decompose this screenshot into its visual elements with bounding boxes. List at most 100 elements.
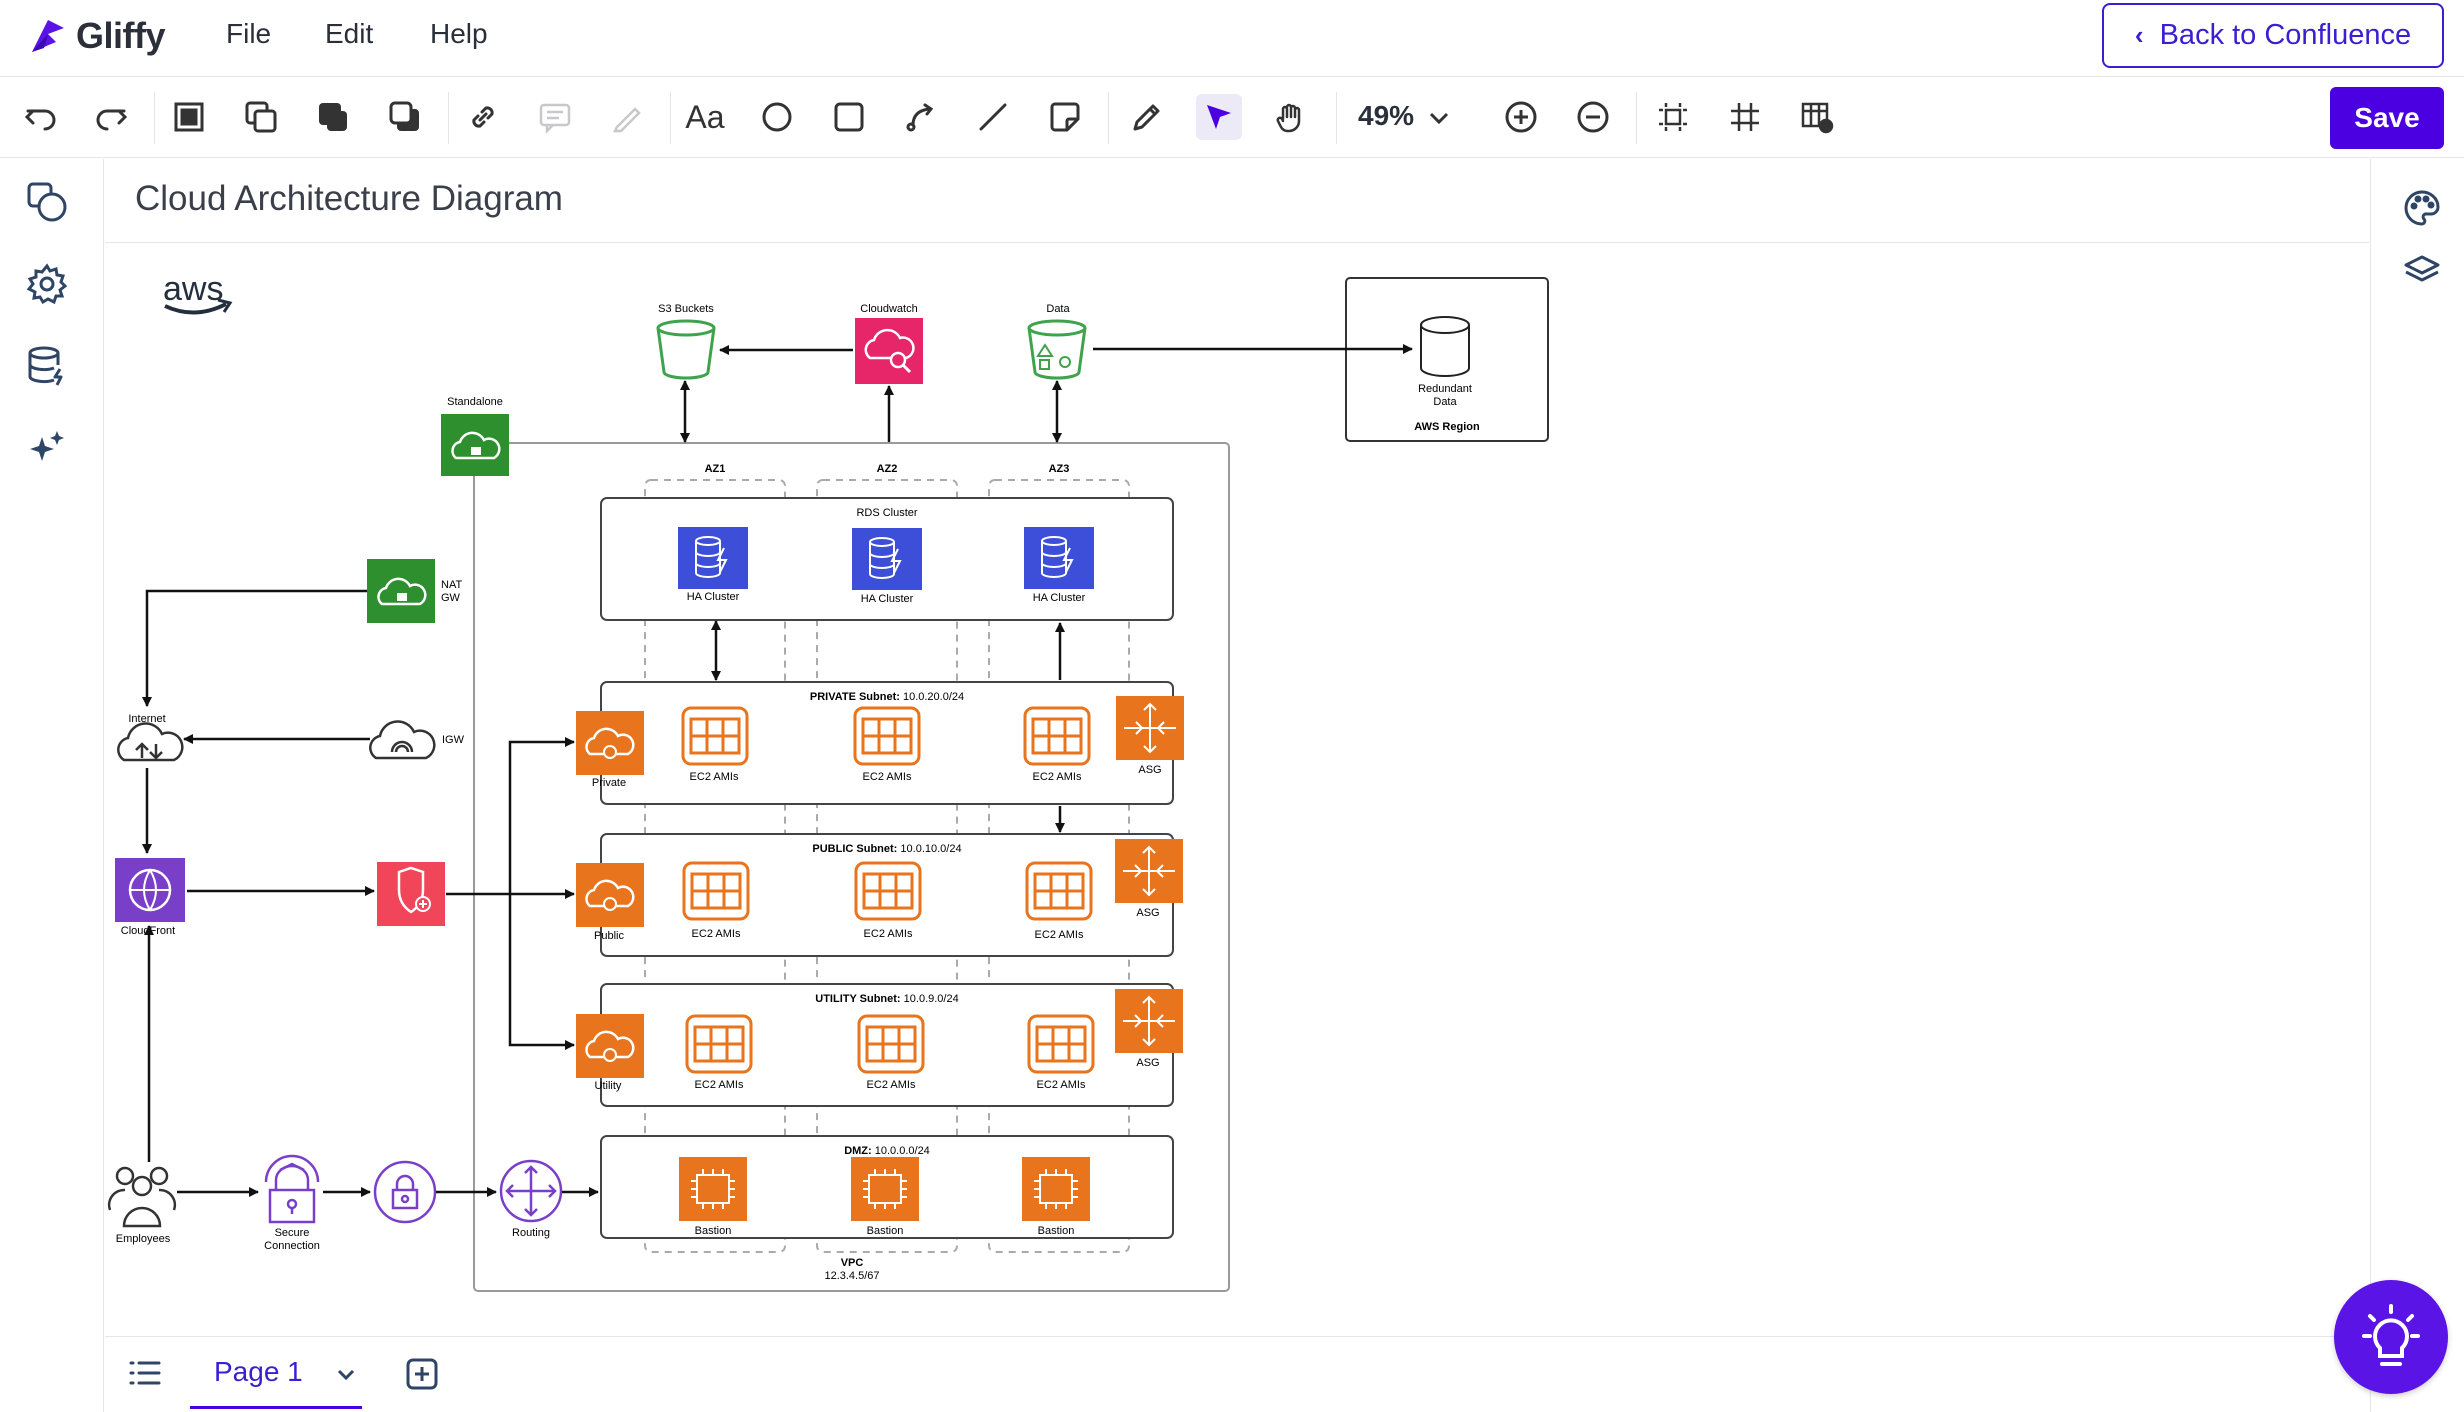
ec2-label: EC2 AMIs	[867, 1079, 916, 1091]
link-icon[interactable]	[460, 94, 506, 140]
menu-file[interactable]: File	[226, 18, 272, 49]
document-title[interactable]: Cloud Architecture Diagram	[135, 179, 563, 218]
s3-bucket-icon[interactable]	[656, 319, 716, 380]
aws-logo: aws	[163, 270, 233, 315]
shapes-icon[interactable]	[26, 181, 68, 223]
select-tool-icon[interactable]	[1196, 94, 1242, 140]
toolbar-divider	[448, 92, 449, 144]
rectangle-tool-icon[interactable]	[826, 94, 872, 140]
add-page-icon[interactable]	[405, 1357, 439, 1396]
asg-label: ASG	[1138, 764, 1161, 776]
dmz-cidr: 10.0.0.0/24	[875, 1145, 930, 1157]
menu-help[interactable]: Help	[430, 18, 488, 49]
secure-connection-icon[interactable]	[264, 1154, 320, 1224]
waf-shield-icon[interactable]	[377, 862, 445, 926]
vpc-cidr: 12.3.4.5/67	[824, 1270, 879, 1282]
architecture-diagram[interactable]: aws Redundant Data AWS Region VPC 12.3.4…	[105, 244, 2369, 1336]
connector-tool-icon[interactable]	[898, 94, 944, 140]
ec2-label: EC2 AMIs	[1035, 929, 1084, 941]
settings-gear-icon[interactable]	[26, 263, 68, 305]
menu-edit[interactable]: Edit	[325, 18, 374, 49]
save-button[interactable]: Save	[2330, 87, 2444, 149]
undo-icon[interactable]	[18, 94, 64, 140]
internet-cloud-icon[interactable]	[117, 722, 184, 762]
text-tool-icon[interactable]: Aa	[685, 98, 725, 135]
redundant-data-label-2: Data	[1433, 396, 1457, 408]
zoom-out-icon[interactable]	[1570, 94, 1616, 140]
back-to-confluence-button[interactable]: ‹ Back to Confluence	[2102, 3, 2444, 68]
zoom-level: 49%	[1358, 100, 1415, 131]
chevron-left-icon: ‹	[2134, 20, 2144, 50]
ha-cluster-label-3: HA Cluster	[1033, 592, 1086, 604]
app-name: Gliffy	[76, 15, 166, 56]
asg-icons[interactable]	[1115, 696, 1184, 1053]
fit-to-screen-icon[interactable]	[1650, 94, 1696, 140]
cloudfront-icon[interactable]	[115, 858, 185, 922]
ec2-label: EC2 AMIs	[863, 771, 912, 783]
standalone-gateway-icon[interactable]	[441, 414, 509, 476]
utility-subnet-title: UTILITY Subnet:	[815, 993, 900, 1005]
bring-forward-icon[interactable]	[238, 94, 284, 140]
diagram-canvas[interactable]: aws Redundant Data AWS Region VPC 12.3.4…	[105, 244, 2369, 1336]
redundant-data-label: Redundant	[1418, 383, 1472, 395]
public-subnet-title: PUBLIC Subnet:	[812, 843, 897, 855]
ha-cluster-icons[interactable]	[678, 527, 1094, 590]
nat-label-2: GW	[441, 592, 461, 604]
palette-icon[interactable]	[2403, 189, 2441, 227]
lightbulb-icon	[2362, 1304, 2420, 1366]
vpn-lock-icon[interactable]	[373, 1160, 437, 1224]
private-subnet-title: PRIVATE Subnet:	[810, 691, 900, 703]
data-bucket-label: Data	[1046, 303, 1070, 315]
ai-sparkle-icon[interactable]	[26, 427, 68, 469]
bastion-icons[interactable]	[679, 1157, 1090, 1221]
cloudwatch-icon[interactable]	[855, 318, 923, 384]
zoom-in-icon[interactable]	[1498, 94, 1544, 140]
nat-gateway-icon[interactable]	[367, 559, 435, 623]
sticky-note-icon[interactable]	[1042, 94, 1088, 140]
back-to-confluence-label: Back to Confluence	[2159, 19, 2412, 51]
document-title-bar: Cloud Architecture Diagram	[105, 159, 2369, 243]
ha-cluster-label-1: HA Cluster	[687, 591, 740, 603]
page-list-icon[interactable]	[127, 1357, 163, 1394]
vpc-label: VPC	[841, 1257, 864, 1269]
ec2-ami-icons[interactable]	[681, 706, 1095, 1074]
gliffy-logo[interactable]: Gliffy	[26, 14, 166, 58]
send-to-back-icon[interactable]	[382, 94, 428, 140]
line-tool-icon[interactable]	[970, 94, 1016, 140]
private-subnet-cidr: 10.0.20.0/24	[903, 691, 964, 703]
svg-text:PUBLIC Subnet: 10.0.10.0/24: PUBLIC Subnet: 10.0.10.0/24	[812, 843, 961, 855]
grid-icon[interactable]	[1722, 94, 1768, 140]
routing-icon[interactable]	[499, 1159, 563, 1223]
toolbar-divider	[670, 92, 671, 144]
bring-to-front-icon[interactable]	[310, 94, 356, 140]
toolbar-divider	[154, 92, 155, 144]
layers-icon[interactable]	[2403, 253, 2441, 291]
utility-label: Utility	[595, 1080, 622, 1092]
ellipse-tool-icon[interactable]	[754, 94, 800, 140]
igw-cloud-icon[interactable]	[369, 720, 436, 760]
subnet-entry-icons[interactable]	[576, 711, 644, 1078]
pan-tool-icon[interactable]	[1268, 94, 1314, 140]
utility-subnet-cidr: 10.0.9.0/24	[904, 993, 959, 1005]
tips-lightbulb-button[interactable]	[2334, 1280, 2448, 1394]
redo-icon[interactable]	[88, 94, 134, 140]
asg-label: ASG	[1136, 1057, 1159, 1069]
cloudwatch-label: Cloudwatch	[860, 303, 917, 315]
public-subnet-cidr: 10.0.10.0/24	[900, 843, 961, 855]
toolbar-divider	[1108, 92, 1109, 144]
table-settings-icon[interactable]	[1794, 94, 1840, 140]
employees-icon[interactable]	[107, 1166, 177, 1228]
ec2-label: EC2 AMIs	[864, 928, 913, 940]
group-icon[interactable]	[166, 94, 212, 140]
az3-label: AZ3	[1049, 463, 1070, 475]
bastion-label: Bastion	[867, 1225, 904, 1237]
aws-logo-text: aws	[163, 270, 223, 308]
page-tab[interactable]: Page 1	[190, 1337, 362, 1409]
chevron-down-icon[interactable]	[337, 1356, 355, 1388]
data-bucket-icon[interactable]	[1027, 319, 1087, 380]
igw-label: IGW	[442, 734, 465, 746]
zoom-dropdown[interactable]: 49%	[1358, 100, 1450, 132]
aws-region-box[interactable]: Redundant Data AWS Region	[1345, 277, 1549, 442]
pencil-tool-icon[interactable]	[1124, 94, 1170, 140]
data-sources-icon[interactable]	[26, 345, 68, 387]
